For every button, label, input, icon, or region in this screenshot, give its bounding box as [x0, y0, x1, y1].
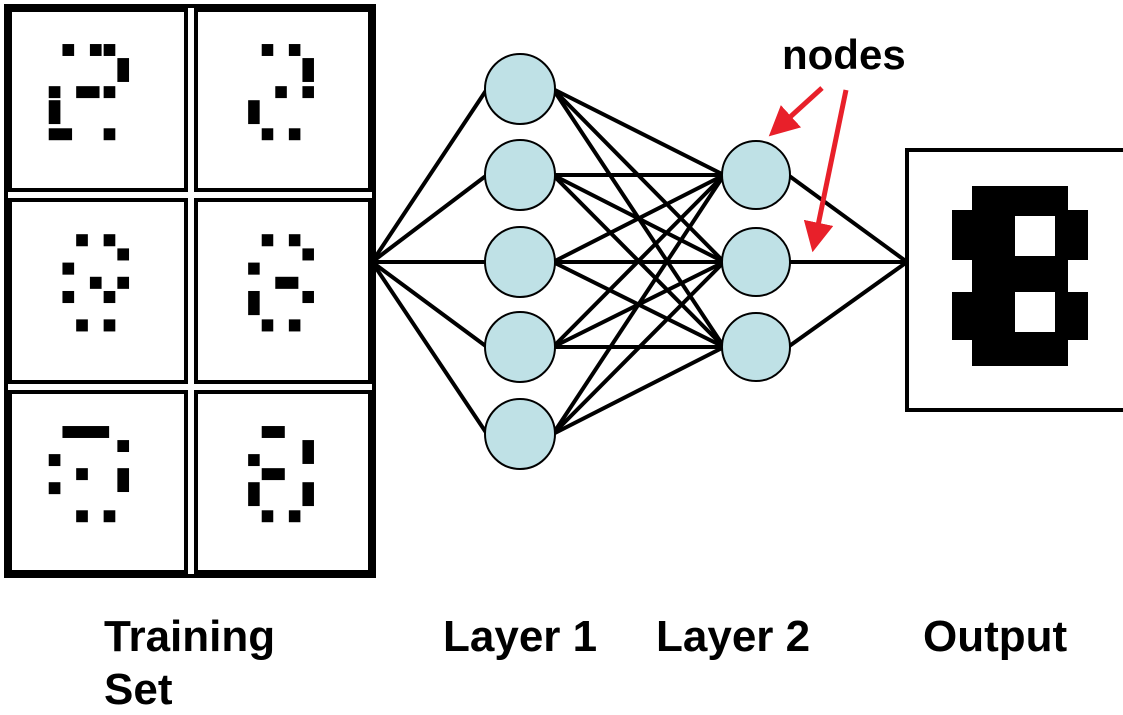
glyph-pixel [117, 468, 130, 493]
layer2-node-2 [721, 227, 791, 297]
training-set-frame [4, 4, 376, 578]
glyph-pixel [117, 440, 130, 453]
glyph-pixel [48, 128, 73, 141]
glyph-pixel [248, 482, 260, 507]
nodes-label: nodes [782, 31, 906, 78]
glyph-pixel [62, 426, 110, 438]
glyph-pixel [261, 510, 274, 523]
output-digit-upper-hole [1015, 216, 1055, 256]
glyph-pixel [302, 290, 314, 304]
glyph-pixel [302, 58, 314, 82]
glyph-pixel [103, 510, 116, 523]
layer1-node-5 [484, 398, 556, 470]
training-image-2 [194, 8, 372, 192]
glyph-pixel [76, 319, 88, 332]
glyph-pixel [89, 44, 102, 56]
edge-l2-to-output-1 [786, 173, 909, 264]
glyph-pixel [248, 100, 260, 125]
training-set-grid [4, 4, 376, 578]
layer2-node-3 [721, 312, 791, 382]
glyph-pixel [302, 440, 314, 464]
glyph-pixel [62, 262, 75, 275]
nodes-arrows [768, 86, 849, 253]
arrow-to-layer2-node-1 [768, 86, 824, 137]
glyph-pixel [302, 86, 314, 99]
glyph-pixel [261, 468, 285, 481]
glyph-pixel [288, 44, 301, 56]
glyph-pixel [117, 248, 130, 261]
glyph-pixel [117, 276, 130, 289]
glyph-pixel [248, 290, 260, 316]
glyph-pixel [261, 44, 274, 56]
glyph-pixel [76, 86, 100, 99]
output-panel [905, 148, 1123, 412]
glyph-pixel [48, 454, 61, 467]
glyph-pixel [288, 234, 301, 247]
glyph-pixel [248, 262, 260, 275]
edge-l1-4-to-l2-1 [551, 173, 726, 349]
glyph-pixel [62, 44, 75, 56]
edge-l1-5-to-l2-2 [551, 260, 726, 436]
output-digit-lower-hole [1015, 292, 1055, 332]
edge-input-to-l1-4 [370, 260, 489, 349]
training-image-1 [8, 8, 188, 192]
glyph-pixel [261, 319, 274, 332]
layer1-node-3 [484, 226, 556, 298]
edge-l1-3-to-l2-1 [552, 173, 725, 264]
glyph-pixel [288, 510, 301, 523]
glyph-pixel [117, 58, 130, 82]
glyph-pixel [76, 468, 88, 481]
edge-l2-to-output-3 [786, 260, 909, 349]
edge-l1-5-to-l2-1 [551, 173, 726, 436]
layer1-label: Layer 1 [443, 612, 598, 661]
glyph-pixel [48, 482, 61, 495]
layer2-label: Layer 2 [656, 612, 811, 661]
glyph-pixel [261, 128, 274, 141]
training-image-5 [8, 390, 188, 574]
glyph-pixel [261, 234, 274, 247]
glyph-pixel [103, 319, 116, 332]
glyph-pixel [261, 426, 285, 438]
network-nodes [484, 53, 791, 470]
output-label: Output [923, 612, 1068, 661]
connections [370, 87, 909, 436]
glyph-pixel [302, 248, 314, 261]
training-image-3 [8, 198, 188, 384]
glyph-pixel [76, 234, 88, 247]
layer1-node-1 [484, 53, 556, 125]
edge-l1-1-to-l2-1 [552, 87, 725, 177]
glyph-pixel [89, 276, 102, 289]
glyph-pixel [248, 454, 260, 467]
glyph-pixel [275, 276, 299, 289]
glyph-pixel [288, 319, 301, 332]
layer1-node-2 [484, 139, 556, 211]
glyph-pixel [103, 86, 116, 99]
layer2-node-1 [721, 140, 791, 210]
glyph-pixel [103, 44, 116, 56]
glyph-pixel [288, 128, 301, 141]
glyph-pixel [76, 510, 88, 523]
glyph-pixel [103, 234, 116, 247]
edge-input-to-l1-5 [370, 260, 489, 436]
training-set-label-line2: Set [104, 665, 173, 714]
glyph-pixel [62, 290, 75, 304]
edge-l1-5-to-l2-3 [552, 345, 725, 436]
edge-input-to-l1-1 [370, 87, 489, 264]
training-image-4 [194, 198, 372, 384]
glyph-pixel [48, 86, 61, 99]
arrow-to-layer2-node-2 [803, 89, 849, 253]
glyph-pixel [302, 482, 314, 507]
layer1-node-4 [484, 311, 556, 383]
training-set-label-line1: Training [104, 612, 276, 661]
edge-input-to-l1-2 [370, 173, 489, 264]
glyph-pixel [103, 128, 116, 141]
glyph-pixel [103, 290, 116, 304]
glyph-pixel [275, 86, 287, 99]
training-image-6 [194, 390, 372, 574]
glyph-pixel [48, 100, 61, 125]
